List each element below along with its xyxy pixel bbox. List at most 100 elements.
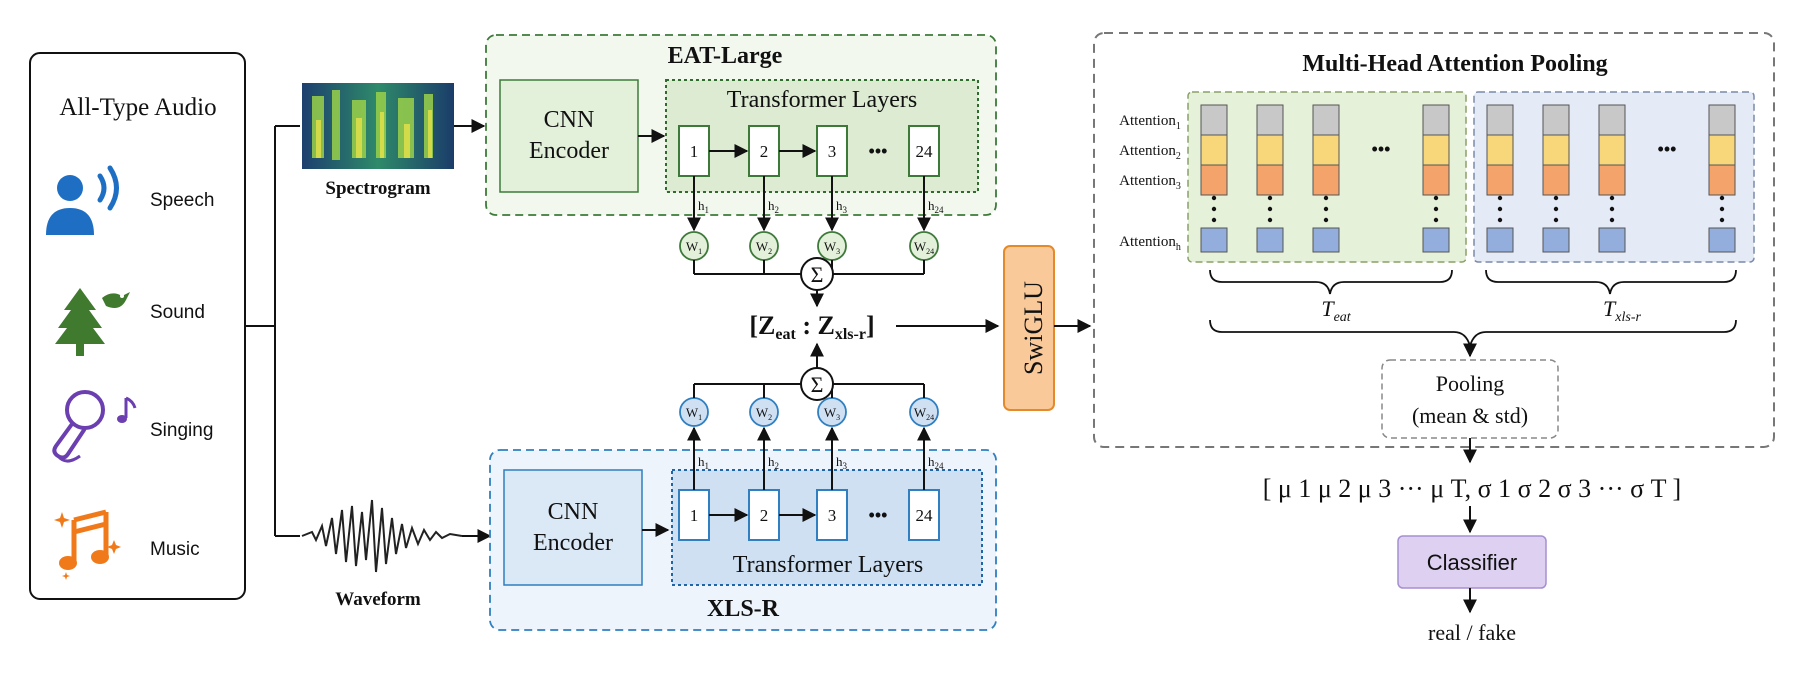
attention-cell bbox=[1256, 164, 1284, 196]
input-connectors bbox=[245, 125, 300, 537]
input-title: All-Type Audio bbox=[59, 94, 216, 121]
hidden-state-label: h24 bbox=[928, 454, 944, 471]
waveform-label: Waveform bbox=[335, 589, 421, 610]
classifier-block: Classifier bbox=[1397, 535, 1547, 589]
column-ellipsis: ••• bbox=[1658, 139, 1677, 159]
vertical-dot bbox=[1433, 195, 1439, 201]
eat-transformer-label: Transformer Layers bbox=[727, 87, 917, 113]
output-label: real / fake bbox=[1428, 620, 1516, 645]
vertical-dot bbox=[1497, 195, 1503, 201]
attention-cell bbox=[1256, 227, 1284, 253]
input-panel: All-Type Audio Speech Sound Singing bbox=[29, 52, 246, 600]
pooling-box bbox=[1381, 359, 1559, 439]
attention-cell bbox=[1486, 104, 1514, 136]
attention-cell bbox=[1542, 134, 1570, 166]
weight-label: W24 bbox=[914, 239, 934, 256]
attention-cell bbox=[1256, 104, 1284, 136]
attention-cell bbox=[1708, 164, 1736, 196]
input-item-label: Singing bbox=[150, 420, 213, 441]
attention-cell bbox=[1200, 134, 1228, 166]
attention-cell bbox=[1486, 164, 1514, 196]
eat-cnn-encoder bbox=[499, 79, 639, 193]
weight-label: W1 bbox=[686, 405, 702, 422]
vertical-dot bbox=[1497, 217, 1503, 223]
vertical-dot bbox=[1433, 206, 1439, 212]
attention-cell bbox=[1708, 134, 1736, 166]
attention-row-label: Attention3 bbox=[1119, 173, 1181, 192]
t-eat-label: Teat bbox=[1321, 296, 1351, 325]
layer-label: 2 bbox=[760, 142, 769, 161]
vertical-dot bbox=[1267, 206, 1273, 212]
microphone-note-icon bbox=[52, 390, 137, 463]
attention-cell bbox=[1422, 134, 1450, 166]
hidden-state-label: h2 bbox=[768, 454, 779, 471]
weight-label: W3 bbox=[824, 405, 840, 422]
xlsr-cnn-line1: CNN bbox=[548, 499, 599, 525]
eat-cnn-line1: CNN bbox=[544, 107, 595, 133]
vertical-dot bbox=[1211, 206, 1217, 212]
hidden-state-label: h2 bbox=[768, 198, 779, 215]
attention-cell bbox=[1598, 164, 1626, 196]
eat-cnn-line2: Encoder bbox=[529, 138, 609, 164]
vertical-dot bbox=[1609, 217, 1615, 223]
attention-cell bbox=[1486, 227, 1514, 253]
attention-cell bbox=[1200, 104, 1228, 136]
xlsr-title: XLS-R bbox=[707, 596, 780, 622]
pooling-line2: (mean & std) bbox=[1412, 403, 1528, 428]
column-ellipsis: ••• bbox=[1372, 139, 1391, 159]
mhap-block: Multi-Head Attention Pooling Attention1A… bbox=[1093, 32, 1775, 448]
layer-label: 2 bbox=[760, 506, 769, 525]
layer-ellipsis: ••• bbox=[869, 505, 888, 525]
xlsr-transformer-label: Transformer Layers bbox=[733, 552, 923, 578]
attention-cell bbox=[1708, 227, 1736, 253]
layer-label: 3 bbox=[828, 506, 837, 525]
attention-cell bbox=[1312, 164, 1340, 196]
hidden-state-label: h3 bbox=[836, 454, 848, 471]
attention-row-label: Attention1 bbox=[1119, 113, 1181, 132]
vertical-dot bbox=[1719, 195, 1725, 201]
vertical-dot bbox=[1433, 217, 1439, 223]
attention-cell bbox=[1200, 164, 1228, 196]
swiglu-block: SwiGLU bbox=[1003, 245, 1055, 411]
layer-label: 3 bbox=[828, 142, 837, 161]
layer-box bbox=[816, 489, 848, 541]
vertical-dot bbox=[1719, 206, 1725, 212]
attention-cell bbox=[1422, 164, 1450, 196]
hidden-state-label: h3 bbox=[836, 198, 848, 215]
xlsr-cnn-encoder bbox=[503, 469, 643, 586]
vertical-dot bbox=[1267, 217, 1273, 223]
attention-cell bbox=[1708, 104, 1736, 136]
attention-cell bbox=[1256, 134, 1284, 166]
speech-person-icon bbox=[46, 165, 119, 235]
input-item-label: Sound bbox=[150, 302, 205, 323]
spectrogram-image bbox=[302, 83, 454, 169]
attention-cell bbox=[1486, 134, 1514, 166]
weight-label: W2 bbox=[756, 239, 772, 256]
svg-text:[Zeat : Zxls-r]: [Zeat : Zxls-r] bbox=[749, 311, 874, 343]
vertical-dot bbox=[1553, 217, 1559, 223]
attention-cell bbox=[1598, 134, 1626, 166]
attention-cell bbox=[1312, 227, 1340, 253]
attention-cell bbox=[1422, 104, 1450, 136]
vertical-dot bbox=[1553, 195, 1559, 201]
attention-cell bbox=[1200, 227, 1228, 253]
vertical-dot bbox=[1609, 206, 1615, 212]
vertical-dot bbox=[1719, 217, 1725, 223]
layer-ellipsis: ••• bbox=[869, 141, 888, 161]
layer-label: 1 bbox=[690, 142, 699, 161]
classifier-label: Classifier bbox=[1427, 550, 1517, 575]
weight-label: W24 bbox=[914, 405, 934, 422]
xlsr-cnn-line2: Encoder bbox=[533, 530, 613, 556]
attention-cell bbox=[1312, 134, 1340, 166]
hidden-state-label: h1 bbox=[698, 454, 709, 471]
weight-label: W3 bbox=[824, 239, 840, 256]
vertical-dot bbox=[1211, 195, 1217, 201]
tree-bird-icon bbox=[55, 288, 130, 356]
hidden-state-label: h24 bbox=[928, 198, 944, 215]
stats-vector: [ μ 1 μ 2 μ 3 ··· μ T, σ 1 σ 2 σ 3 ··· σ… bbox=[1263, 474, 1681, 503]
